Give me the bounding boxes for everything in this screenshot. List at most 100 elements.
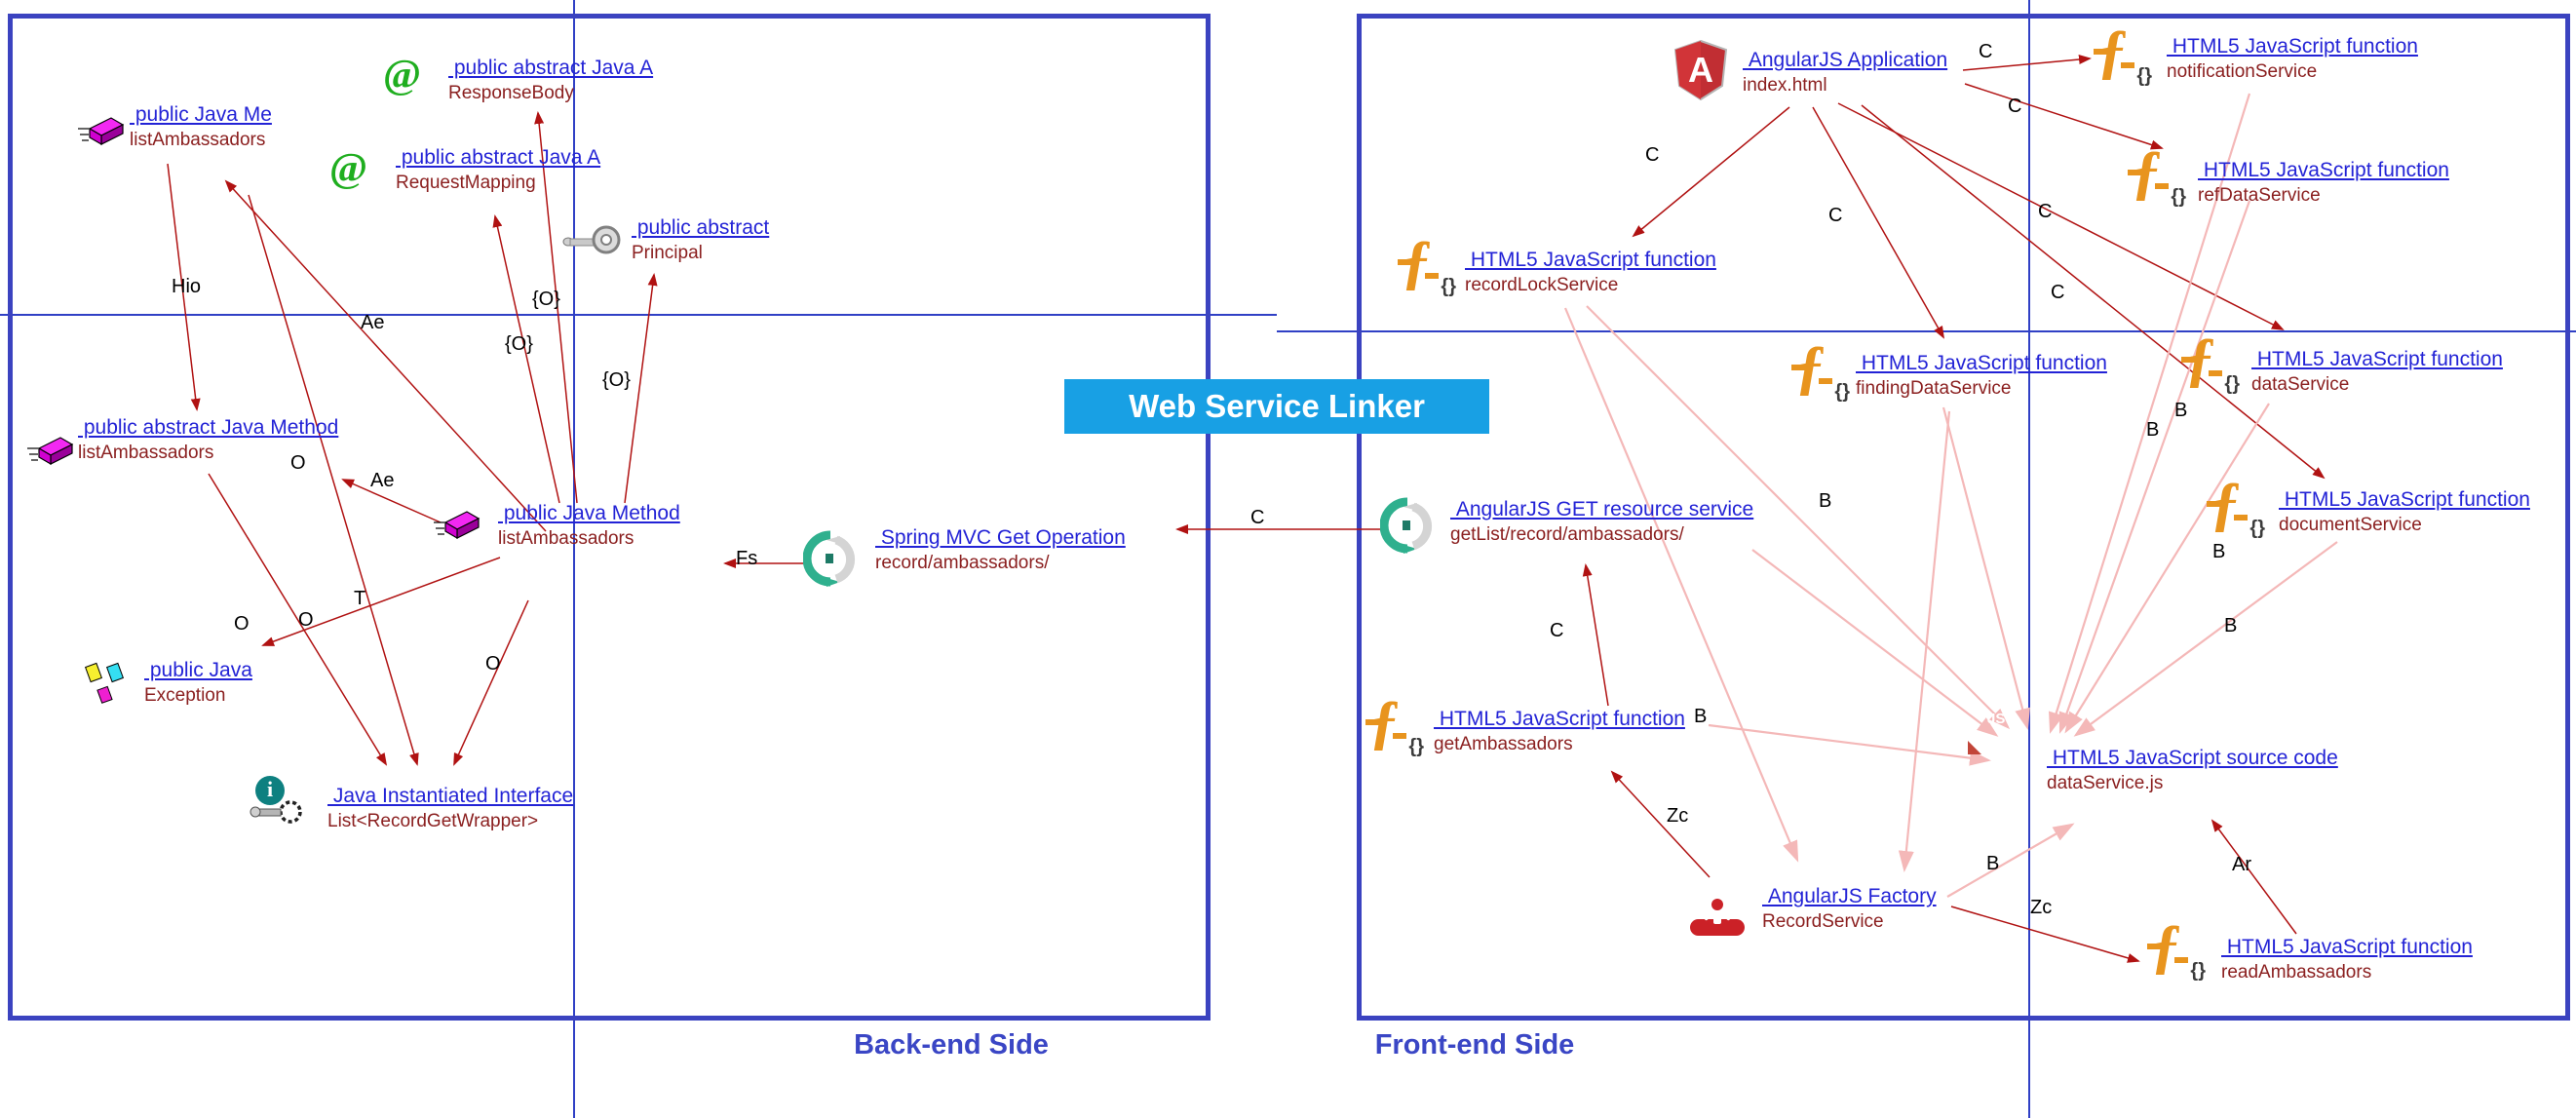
dependency-edge	[1861, 104, 2326, 480]
node-title[interactable]: Java Instantiated Interface	[327, 785, 574, 807]
dependency-edge-faded	[2073, 541, 2338, 737]
node-title[interactable]: HTML5 JavaScript function	[1465, 249, 1716, 271]
node-title[interactable]: public Java Me	[130, 103, 272, 126]
edge-label: C	[1828, 205, 1843, 226]
node-title[interactable]: HTML5 JavaScript function	[2251, 348, 2503, 370]
frontend-caption: Front-end Side	[1374, 1029, 1575, 1060]
node-title[interactable]: HTML5 JavaScript function	[2198, 159, 2449, 181]
edge-label: O	[298, 609, 314, 631]
dependency-edge	[1964, 83, 2164, 150]
key-icon	[561, 222, 622, 262]
node-subtitle: listAmbassadors	[130, 130, 266, 150]
sync-icon	[1379, 497, 1437, 559]
edge-label: {O}	[602, 369, 631, 391]
frontend-region-border	[1357, 14, 2570, 1021]
edge-label: Ae	[361, 312, 385, 333]
dependency-edge-faded	[1586, 305, 2011, 730]
dependency-edge-faded	[2049, 93, 2251, 734]
angular-icon: A	[1672, 39, 1729, 106]
backend-region-border	[8, 14, 1211, 1021]
edge-label: C	[2051, 282, 2065, 303]
node-text: HTML5 JavaScript source code dataService.…	[2047, 747, 2338, 794]
function-icon: ƒ{}	[2207, 471, 2267, 542]
node-title[interactable]: AngularJS Factory	[1762, 885, 1937, 907]
node-subtitle: dataService.js	[2047, 773, 2164, 793]
node-title[interactable]: public abstract Java A	[448, 57, 654, 79]
dependency-edge	[1812, 106, 1944, 339]
eraser-icon	[432, 507, 482, 551]
node-title[interactable]: public abstract Java A	[396, 146, 601, 169]
node-subtitle: Exception	[144, 685, 226, 706]
dependency-edge	[1582, 563, 1609, 707]
node-title[interactable]: Spring MVC Get Operation	[875, 526, 1126, 549]
edge-label: O	[234, 613, 250, 635]
edge-label: B	[2174, 400, 2188, 421]
exception-icon	[84, 661, 127, 714]
node-subtitle: listAmbassadors	[78, 443, 214, 463]
dependency-edge-faded	[1751, 549, 1999, 737]
dependency-edge	[1837, 102, 2285, 330]
dependency-edge	[1962, 55, 2092, 71]
node-subtitle: List<RecordGetWrapper>	[327, 811, 539, 831]
edge-label: B	[1819, 490, 1832, 512]
edge-label: Zc	[1667, 805, 1689, 827]
node-text: HTML5 JavaScript function recordLockServi…	[1465, 249, 1716, 296]
node-title[interactable]: AngularJS GET resource service	[1450, 498, 1754, 520]
node-subtitle: documentService	[2279, 515, 2422, 535]
node-subtitle: Principal	[632, 243, 703, 263]
function-icon: ƒ{}	[2128, 139, 2188, 211]
node-text: HTML5 JavaScript function getAmbassadors	[1434, 708, 1685, 755]
dependency-edge-faded	[1708, 723, 1991, 766]
node-text: public abstract Java Method listAmbassado…	[78, 416, 338, 464]
node-subtitle: getAmbassadors	[1434, 734, 1573, 754]
node-title[interactable]: public Java	[144, 659, 252, 681]
function-icon: ƒ{}	[2181, 327, 2242, 398]
node-title[interactable]: public abstract	[632, 216, 770, 239]
backend-caption: Back-end Side	[854, 1029, 1049, 1060]
node-title[interactable]: public Java Method	[498, 502, 680, 524]
node-title[interactable]: HTML5 JavaScript function	[1856, 352, 2107, 374]
dependency-edge-faded	[2064, 403, 2270, 734]
node-title[interactable]: HTML5 JavaScript function	[2279, 488, 2530, 511]
node-title[interactable]: HTML5 JavaScript function	[2167, 35, 2418, 58]
dependency-edge-faded	[1563, 307, 1799, 863]
node-title[interactable]: AngularJS Application	[1743, 49, 1948, 71]
edge-label: O	[290, 452, 306, 474]
dependency-edge	[534, 111, 578, 504]
edge-label: {O}	[532, 289, 560, 310]
dependency-edge	[261, 557, 501, 646]
dependency-edge	[167, 163, 201, 411]
node-text: HTML5 JavaScript function readAmbassadors	[2221, 936, 2473, 983]
dependency-edge	[1632, 106, 1790, 238]
node-subtitle: recordLockService	[1465, 275, 1619, 295]
edge-label: B	[1694, 706, 1708, 727]
dependency-edge	[1950, 906, 2140, 963]
node-title[interactable]: HTML5 JavaScript source code	[2047, 747, 2338, 769]
node-title[interactable]: HTML5 JavaScript function	[1434, 708, 1685, 730]
edge-label: B	[2146, 419, 2160, 441]
node-subtitle: readAmbassadors	[2221, 962, 2372, 983]
page-guide-vertical	[573, 0, 575, 1118]
dependency-edge	[1610, 770, 1711, 878]
edge-label: C	[1250, 507, 1265, 528]
edge-label: Hio	[172, 276, 202, 297]
dependency-edge-faded	[1898, 410, 1951, 872]
node-subtitle: RecordService	[1762, 911, 1884, 932]
node-title[interactable]: HTML5 JavaScript function	[2221, 936, 2473, 958]
dependency-edge-faded	[2058, 200, 2251, 734]
edge-label: B	[2224, 615, 2238, 636]
edge-label: C	[1645, 144, 1660, 166]
sync-icon	[802, 530, 860, 592]
function-icon: ƒ{}	[2147, 913, 2208, 984]
node-text: HTML5 JavaScript function documentService	[2279, 488, 2530, 536]
node-title[interactable]: public abstract Java Method	[78, 416, 339, 439]
node-subtitle: index.html	[1743, 75, 1827, 96]
dependency-edge	[2211, 819, 2297, 935]
